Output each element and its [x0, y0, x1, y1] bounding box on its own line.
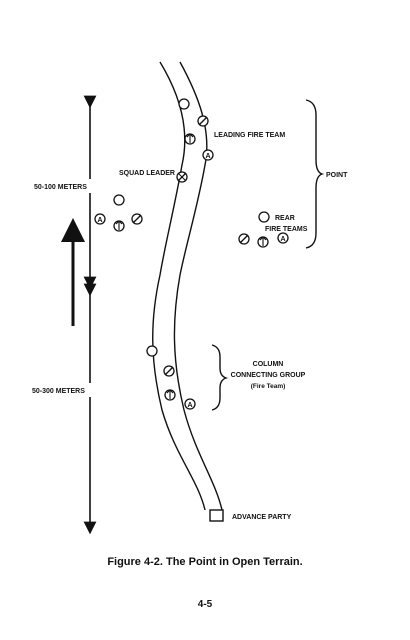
lower-range-label: 50-300 METERS: [32, 388, 85, 395]
trail-left-edge: [152, 61, 206, 511]
rear-team-automatic-rifleman-symbol: A: [277, 232, 289, 244]
rear-team-rifleman-symbol: [258, 211, 270, 223]
point-brace: [305, 99, 325, 249]
leading-team-grenadier-symbol: [184, 133, 196, 145]
connecting-group-label: CONNECTING GROUP: [231, 372, 306, 379]
left-team-grenadier-symbol: [113, 220, 125, 232]
left-team-leader-symbol: [131, 213, 143, 225]
advance-party-label: ADVANCE PARTY: [232, 514, 292, 521]
connecting-group-brace: [211, 344, 229, 411]
rear-team-leader-symbol: [238, 233, 250, 245]
rear-team-grenadier-symbol: [257, 236, 269, 248]
leading-team-automatic-rifleman-symbol: A: [202, 149, 214, 161]
trail-right-edge: [173, 61, 223, 511]
figure-caption: Figure 4-2. The Point in Open Terrain.: [107, 556, 302, 568]
point-label: POINT: [326, 172, 348, 179]
rear-label: REAR: [275, 215, 295, 222]
squad-leader-label: SQUAD LEADER: [119, 170, 175, 177]
fire-teams-label: FIRE TEAMS: [265, 226, 308, 233]
page-number: 4-5: [198, 599, 213, 610]
upper-range-label: 50-100 METERS: [34, 184, 87, 191]
connecting-group-rifleman-symbol: [146, 345, 158, 357]
leading-team-rifleman-symbol: [178, 98, 190, 110]
connecting-group-automatic-rifleman-symbol: A: [184, 398, 196, 410]
leading-fire-team-label: LEADING FIRE TEAM: [214, 132, 285, 139]
leading-team-leader-symbol: [197, 115, 209, 127]
connecting-group-grenadier-symbol: [164, 389, 176, 401]
advance-party-symbol: [209, 509, 224, 522]
squad-leader-symbol: [176, 171, 188, 183]
column-label: COLUMN: [253, 361, 284, 368]
left-team-automatic-rifleman-symbol: A: [94, 213, 106, 225]
svg-text:A: A: [280, 236, 285, 243]
svg-text:A: A: [205, 153, 210, 160]
fire-team-note-label: (Fire Team): [251, 383, 286, 390]
svg-text:A: A: [97, 217, 102, 224]
left-team-rifleman-symbol: [113, 194, 125, 206]
svg-text:A: A: [187, 402, 192, 409]
connecting-group-leader-symbol: [163, 365, 175, 377]
